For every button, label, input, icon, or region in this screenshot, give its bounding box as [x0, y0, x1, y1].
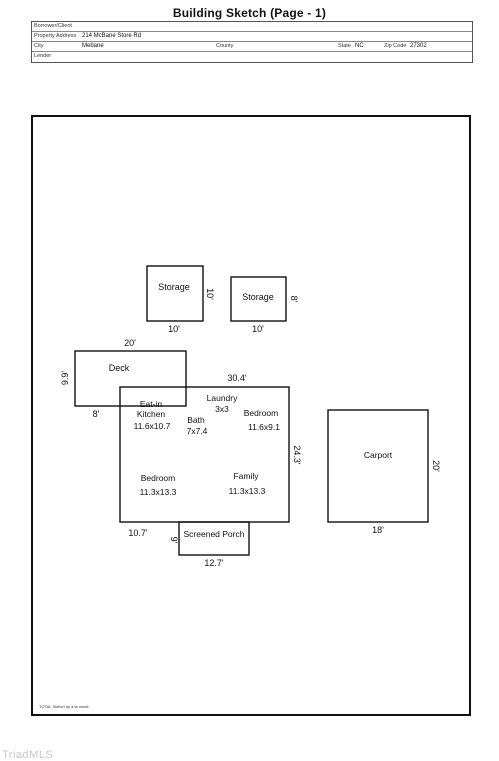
porch-dim-left: 9' — [169, 537, 179, 544]
bedroom-1-dims: 11.6x9.1 — [248, 422, 280, 432]
house-dim-bottom-left: 10.7' — [128, 528, 148, 538]
storage-1-room — [146, 265, 204, 322]
storage-1-label: Storage — [158, 282, 190, 292]
porch-dim-bottom: 12.7' — [204, 558, 224, 568]
kitchen-label-line1: Eat-in — [140, 399, 162, 409]
family-label: Family — [233, 471, 259, 481]
borrower-label: Borrower/Client — [34, 23, 72, 29]
house-dim-right: 24.3' — [292, 445, 302, 465]
deck-dim-bottom: 8' — [93, 409, 100, 419]
sketch-footer-note: TOTAL Sketch by a la mode — [39, 704, 89, 709]
borrower-row: Borrower/Client — [32, 22, 472, 32]
house-dim-top: 30.4' — [227, 373, 247, 383]
city-label: City — [34, 43, 44, 49]
bath-dims: 7x7.4 — [187, 426, 208, 436]
lender-label: Lender — [34, 53, 52, 59]
family-dims: 11.3x13.3 — [229, 486, 266, 496]
deck-dim-top: 20' — [124, 338, 136, 348]
deck-label: Deck — [109, 363, 130, 373]
bath-label: Bath — [187, 415, 205, 425]
storage-2-dim-bottom: 10' — [252, 324, 264, 334]
deck-dim-left: 9.9' — [60, 371, 70, 386]
laundry-label: Laundry — [207, 393, 238, 403]
sketch-area — [31, 115, 471, 716]
mls-watermark: TriadMLS — [2, 749, 54, 761]
page-title: Building Sketch (Page - 1) — [172, 6, 327, 20]
kitchen-dims: 11.6x10.7 — [134, 421, 171, 431]
storage-1-dim-bottom: 10' — [168, 324, 180, 334]
zip-label: Zip Code — [384, 43, 407, 49]
storage-2-dim-right: 8' — [289, 296, 299, 303]
address-row: Property Address 214 McBane Store Rd — [32, 32, 472, 42]
carport-label: Carport — [364, 450, 393, 460]
state-label: State — [338, 43, 351, 49]
bedroom-2-label: Bedroom — [141, 473, 176, 483]
address-value: 214 McBane Store Rd — [82, 33, 142, 39]
lender-row: Lender — [32, 52, 472, 61]
bedroom-1-label: Bedroom — [244, 408, 279, 418]
storage-2-room — [230, 276, 287, 322]
screened-porch-room — [178, 521, 250, 556]
porch-label: Screened Porch — [184, 529, 245, 539]
laundry-dims: 3x3 — [215, 404, 229, 414]
carport-dim-right: 20' — [431, 460, 441, 472]
city-value: Mebane — [82, 43, 104, 49]
bedroom-2-dims: 11.3x13.3 — [140, 487, 177, 497]
property-header: Borrower/Client Property Address 214 McB… — [31, 21, 473, 63]
zip-value: 27302 — [410, 43, 427, 49]
city-row: City Mebane County State NC Zip Code 273… — [32, 42, 472, 52]
carport-room — [327, 409, 429, 523]
storage-2-label: Storage — [242, 292, 274, 302]
deck-room — [74, 350, 187, 407]
carport-dim-bottom: 18' — [372, 525, 384, 535]
state-value: NC — [355, 43, 364, 49]
address-label: Property Address — [34, 33, 77, 39]
county-label: County — [216, 43, 234, 49]
storage-1-dim-right: 10' — [205, 288, 215, 300]
kitchen-label-line2: Kitchen — [137, 409, 166, 419]
